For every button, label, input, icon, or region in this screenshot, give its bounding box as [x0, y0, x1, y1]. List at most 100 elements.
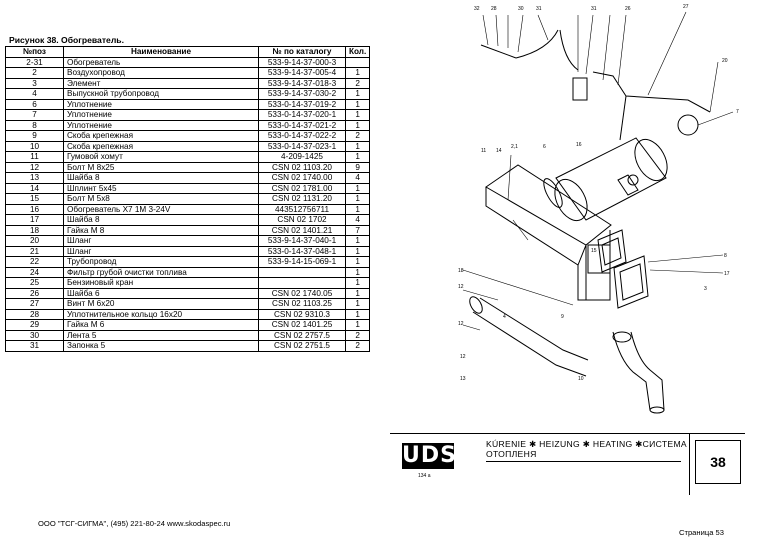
callout-4: 4 [503, 314, 506, 320]
cell-catalog: 533-9-14-37-000-3 [258, 56, 346, 68]
cell-catalog: CSN 02 9310.3 [258, 308, 346, 320]
callout-13: 13 [460, 376, 466, 382]
logo-sub-label: 134 a [418, 473, 431, 479]
cell-qty: 1 [344, 277, 371, 289]
cell-catalog: CSN 02 1781.00 [258, 182, 346, 194]
parts-table: №поз Наименование № по каталогу Кол. 2-3… [5, 46, 371, 352]
callout-27: 27 [683, 4, 689, 10]
cell-qty: 1 [344, 88, 371, 100]
cell-name: Шплинт 5x45 [63, 182, 259, 194]
cell-qty: 7 [344, 224, 371, 236]
cell-pos: 16 [5, 203, 64, 215]
cell-catalog [258, 277, 346, 289]
cell-pos: 12 [5, 161, 64, 173]
col-header-qty: Кол. [344, 46, 371, 58]
cell-name: Трубопровод [63, 256, 259, 268]
cell-catalog: CSN 02 1740.05 [258, 287, 346, 299]
cell-qty: 1 [344, 193, 371, 205]
leader-lines [462, 11, 734, 331]
cell-name: Воздухопровод [63, 67, 259, 79]
cell-catalog: 533-9-14-37-030-2 [258, 88, 346, 100]
col-header-pos: №поз [5, 46, 64, 58]
cell-catalog: CSN 02 1103.20 [258, 161, 346, 173]
cell-name: Уплотнение [63, 98, 259, 110]
callout-26: 26 [625, 6, 631, 12]
cell-name: Обогреватель X7 1M 3-24V [63, 203, 259, 215]
callout-12c: 12 [460, 354, 466, 360]
callout-8: 8 [724, 253, 727, 259]
cell-catalog: CSN 02 1401.25 [258, 319, 346, 331]
cell-name: Гайка М 6 [63, 319, 259, 331]
cell-catalog: CSN 02 1401.21 [258, 224, 346, 236]
callout-9: 9 [561, 314, 564, 320]
cell-qty: 1 [344, 182, 371, 194]
callout-20: 20 [722, 58, 728, 64]
cell-catalog: 533-0-14-37-019-2 [258, 98, 346, 110]
cell-pos: 3 [5, 77, 64, 89]
footer-company: ООО "ТСГ-СИГМА", (495) 221-80-24 www.sko… [38, 519, 231, 528]
cell-catalog: 443512756711 [258, 203, 346, 215]
cell-qty: 1 [344, 298, 371, 310]
cell-name: Лента 5 [63, 329, 259, 341]
col-header-name: Наименование [63, 46, 259, 58]
callout-2-1: 2,1 [511, 144, 518, 150]
cell-qty [344, 56, 371, 68]
cell-name: Винт М 6x20 [63, 298, 259, 310]
col-header-catalog: № по каталогу [258, 46, 346, 58]
cell-qty: 2 [344, 329, 371, 341]
cell-pos: 18 [5, 224, 64, 236]
cell-pos: 30 [5, 329, 64, 341]
cell-qty: 4 [344, 172, 371, 184]
cell-catalog: CSN 02 1131.20 [258, 193, 346, 205]
air-duct [485, 164, 612, 301]
cell-catalog: CSN 02 2757.5 [258, 329, 346, 341]
cell-pos: 20 [5, 235, 64, 247]
cell-qty: 2 [344, 130, 371, 142]
callout-12a: 12 [458, 284, 464, 290]
cell-name: Запонка 5 [63, 340, 259, 352]
cell-pos: 13 [5, 172, 64, 184]
heater-exploded-drawing: 32 28 30 31 31 26 27 20 7 11 14 2,1 6 16… [458, 4, 739, 414]
cell-pos: 7 [5, 109, 64, 121]
figure-caption: Рисунок 38. Обогреватель. [9, 35, 124, 45]
cell-qty: 2 [344, 340, 371, 352]
cell-pos: 4 [5, 88, 64, 100]
cell-name: Шайба 8 [63, 172, 259, 184]
cell-qty: 1 [344, 235, 371, 247]
title-block-top-rule [390, 433, 745, 434]
cell-pos: 9 [5, 130, 64, 142]
cell-name: Элемент [63, 77, 259, 89]
footer-page-number: Страница 53 [679, 528, 724, 537]
fuel-lines [480, 29, 711, 141]
callout-28: 28 [491, 6, 497, 12]
cell-catalog: 533-9-14-15-069-1 [258, 256, 346, 268]
cell-pos: 24 [5, 266, 64, 278]
clamp-ring [543, 178, 563, 208]
cell-pos: 29 [5, 319, 64, 331]
callout-6: 6 [543, 144, 546, 150]
cell-catalog: CSN 02 2751.5 [258, 340, 346, 352]
callout-14: 14 [496, 148, 502, 154]
cell-name: Фильтр грубой очистки топлива [63, 266, 259, 278]
cell-name: Болт М 8x25 [63, 161, 259, 173]
callout-32: 32 [474, 6, 480, 12]
cell-pos: 15 [5, 193, 64, 205]
cell-catalog: 533-9-14-37-040-1 [258, 235, 346, 247]
cell-qty: 1 [344, 245, 371, 257]
cell-pos: 2-31 [5, 56, 64, 68]
